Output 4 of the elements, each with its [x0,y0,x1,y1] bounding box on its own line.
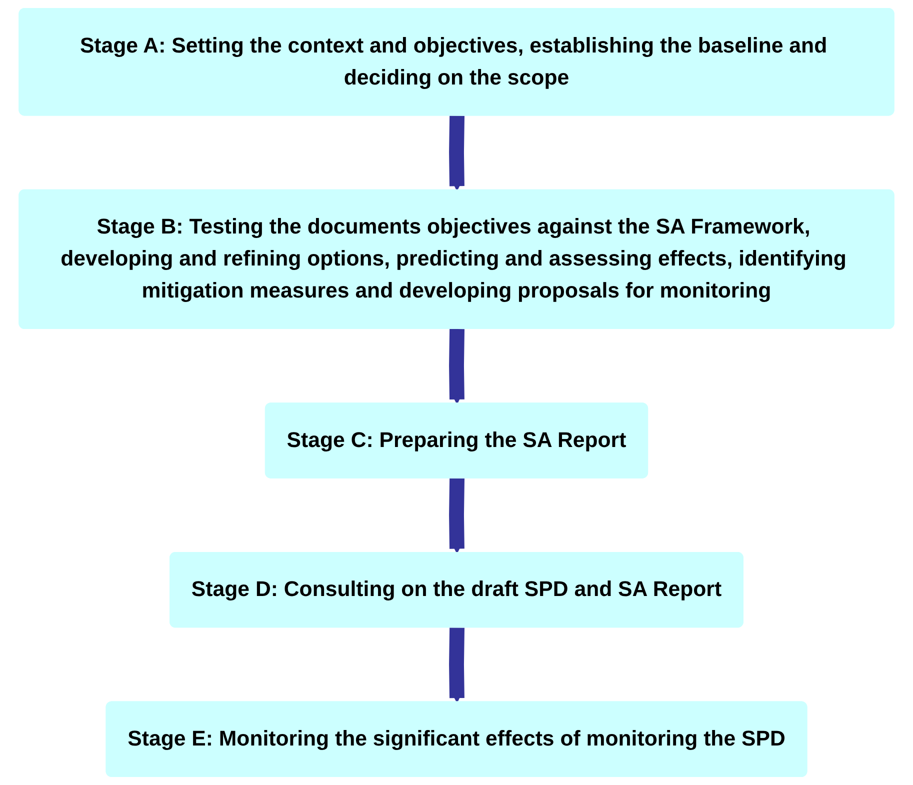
arrow [449,328,464,404]
arrow [449,628,464,703]
arrow [449,478,464,554]
arrow [449,116,464,191]
